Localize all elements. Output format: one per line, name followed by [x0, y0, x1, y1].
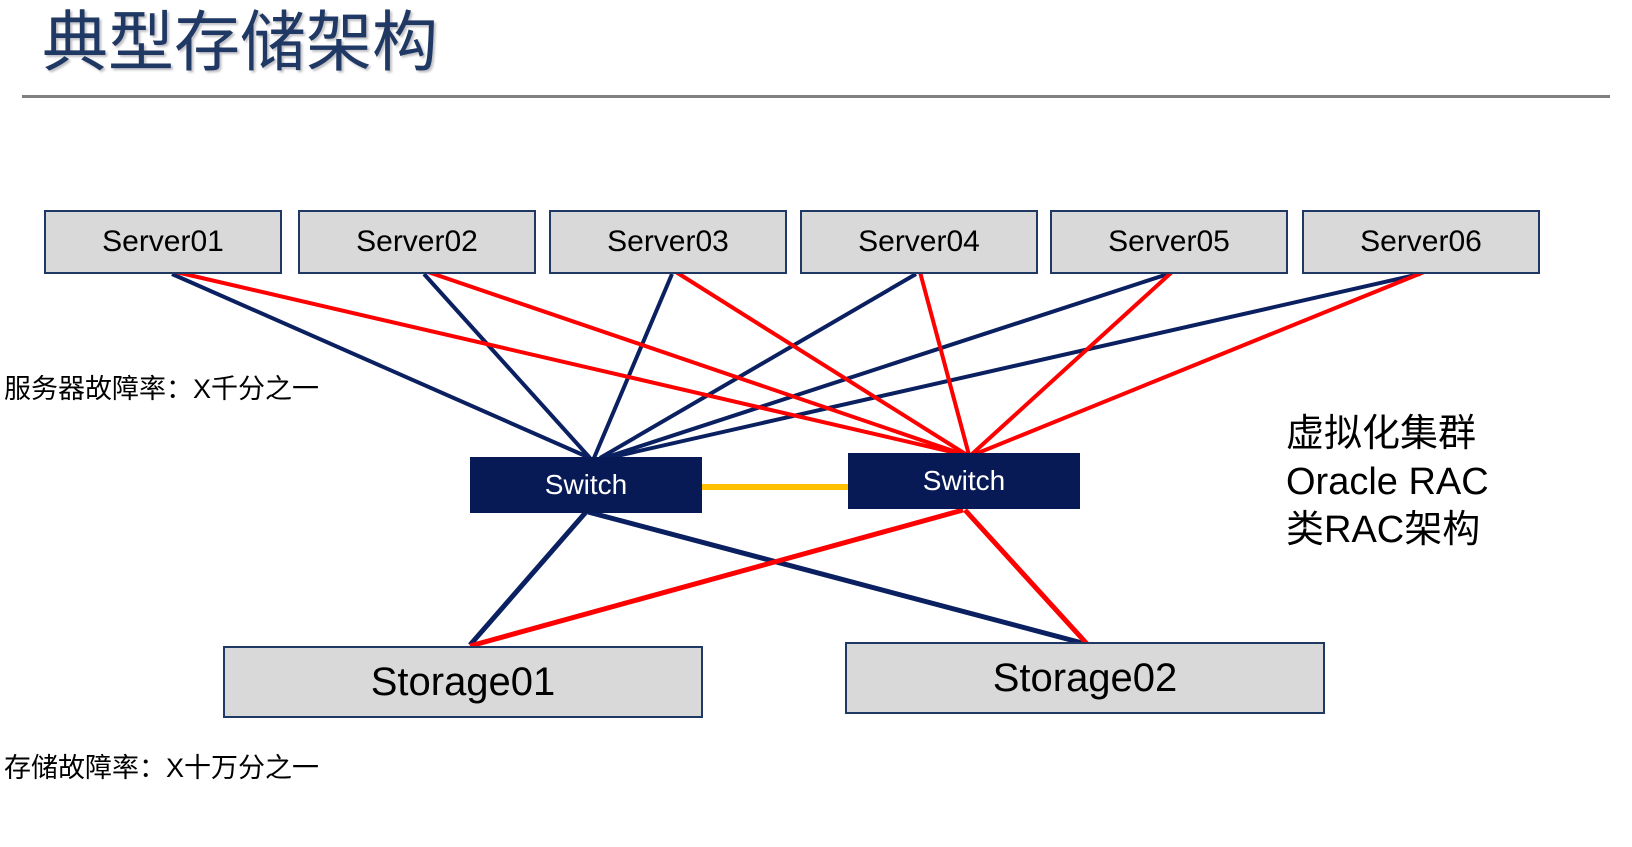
node-storage-02[interactable]: Storage02 — [845, 642, 1325, 714]
link-server03-to-switch-left — [592, 273, 674, 459]
node-label: Storage01 — [370, 659, 556, 704]
annotation-cluster-line-2: Oracle RAC — [1286, 461, 1489, 503]
node-switch-left[interactable]: Switch — [470, 457, 702, 513]
node-server-01[interactable]: Server01 — [44, 210, 282, 274]
annotation-cluster-line-3: 类RAC架构 — [1286, 509, 1481, 551]
link-server05-to-switch-left — [603, 272, 1169, 460]
link-switchright-to-storage02 — [963, 508, 1090, 647]
node-label: Switch — [544, 469, 628, 500]
link-server04-to-switch-right — [918, 271, 971, 456]
node-label: Storage02 — [992, 655, 1178, 700]
link-server01-to-switch-right — [175, 270, 966, 457]
node-switch-right[interactable]: Switch — [848, 453, 1080, 509]
node-label: Server01 — [102, 225, 224, 258]
node-label: Switch — [922, 465, 1006, 496]
link-server03-to-switch-right — [674, 270, 969, 457]
link-switchleft-to-storage02 — [587, 509, 1087, 647]
page-title: 典型存储架构 — [42, 5, 438, 79]
node-label: Server04 — [858, 225, 980, 258]
link-switchleft-to-storage01 — [468, 510, 588, 647]
node-label: Server06 — [1360, 225, 1482, 258]
node-server-06[interactable]: Server06 — [1302, 210, 1540, 274]
node-label: Server02 — [356, 225, 478, 258]
link-server05-to-switch-right — [969, 270, 1174, 457]
link-server04-to-switch-left — [598, 272, 918, 460]
annotation-server-failure-rate: 服务器故障率：X千分之一 — [4, 374, 320, 404]
link-server01-to-switch-left — [171, 272, 591, 460]
node-server-03[interactable]: Server03 — [549, 210, 787, 274]
annotation-storage-failure-rate: 存储故障率：X十万分之一 — [4, 753, 320, 783]
link-server02-to-switch-left — [422, 272, 592, 460]
node-label: Server03 — [607, 225, 729, 258]
annotation-cluster-line-1: 虚拟化集群 — [1286, 413, 1477, 455]
node-storage-01[interactable]: Storage01 — [223, 646, 703, 718]
title-divider — [22, 95, 1610, 98]
node-server-02[interactable]: Server02 — [298, 210, 536, 274]
node-server-04[interactable]: Server04 — [800, 210, 1038, 274]
node-server-05[interactable]: Server05 — [1050, 210, 1288, 274]
link-switchright-to-storage01 — [469, 507, 964, 649]
annotation-cluster-notes: 虚拟化集群 Oracle RAC 类RAC架构 — [1286, 410, 1489, 554]
link-server02-to-switch-right — [427, 270, 966, 457]
node-label: Server05 — [1108, 225, 1230, 258]
